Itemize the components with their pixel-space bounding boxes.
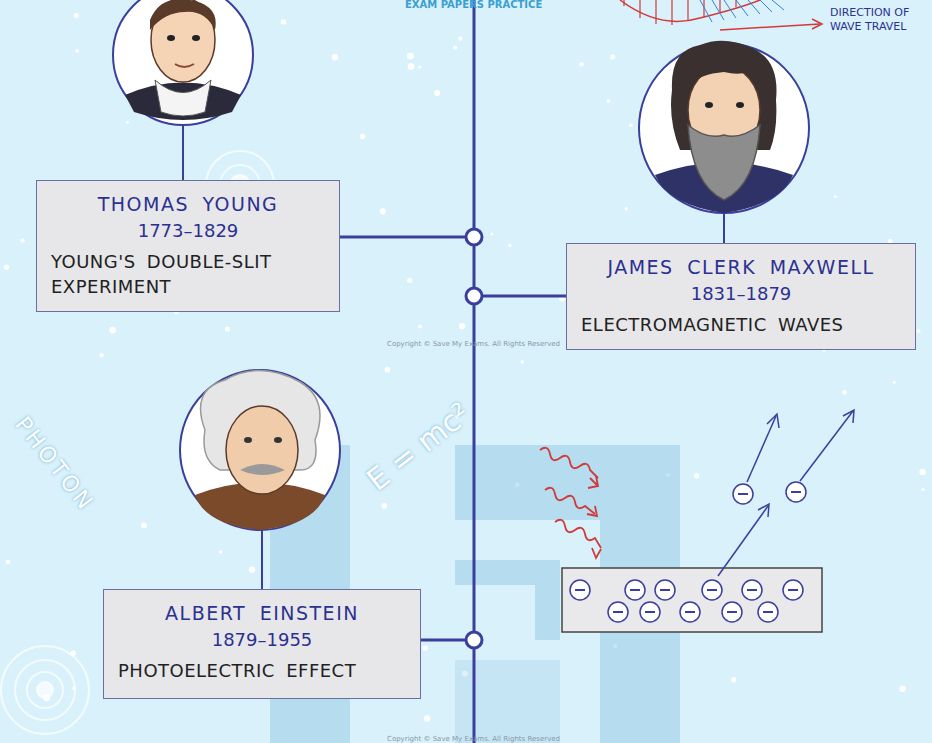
background-dot xyxy=(434,90,440,96)
background-dot xyxy=(893,381,896,384)
background-dot xyxy=(694,473,699,478)
background-dot xyxy=(219,550,223,554)
electron xyxy=(783,580,803,600)
electrons xyxy=(570,482,806,622)
background-dot xyxy=(579,62,584,67)
background-dot xyxy=(109,327,116,334)
background-dot xyxy=(842,390,847,395)
background-dot xyxy=(610,54,615,59)
background-dot xyxy=(917,329,921,333)
background-dot xyxy=(281,19,286,24)
background-dot xyxy=(75,49,79,53)
background-dot xyxy=(607,99,611,103)
discovery-text: YOUNG'S DOUBLE-SLIT EXPERIMENT xyxy=(51,249,325,299)
background-dot xyxy=(332,54,339,61)
background-dot xyxy=(453,45,457,49)
background-dot xyxy=(624,207,628,211)
photon-squiggles xyxy=(540,448,601,558)
electron xyxy=(640,602,660,622)
background-dot xyxy=(407,53,414,60)
electron xyxy=(608,602,628,622)
electron xyxy=(742,580,762,600)
scientist-name: ALBERT EINSTEIN xyxy=(118,600,406,626)
electron xyxy=(655,580,675,600)
background-dot xyxy=(249,566,255,572)
electron xyxy=(570,580,590,600)
background-dot xyxy=(20,238,24,242)
background-dot xyxy=(408,63,415,70)
background-dot xyxy=(921,488,925,492)
background-dot xyxy=(424,715,431,722)
life-dates: 1773–1829 xyxy=(51,217,325,245)
background-dot xyxy=(380,208,386,214)
life-dates: 1831–1879 xyxy=(581,280,901,308)
copyright-note: Copyright © Save My Exams. All Rights Re… xyxy=(387,735,560,743)
background-dot xyxy=(126,121,129,124)
background-dot xyxy=(6,560,11,565)
scientist-box: ALBERT EINSTEIN1879–1955PHOTOELECTRIC EF… xyxy=(103,589,421,699)
background-dot xyxy=(418,65,421,68)
photon-watermark: PHOTON xyxy=(10,412,99,516)
scientist-box: THOMAS YOUNG1773–1829YOUNG'S DOUBLE-SLIT… xyxy=(36,180,340,312)
header-text: EXAM PAPERS PRACTICE xyxy=(405,0,542,10)
electron xyxy=(758,602,778,622)
background-dot xyxy=(4,265,9,270)
copyright-note: Copyright © Save My Exams. All Rights Re… xyxy=(387,340,560,348)
background-dot xyxy=(381,503,387,509)
electron xyxy=(733,484,753,504)
electron xyxy=(702,580,722,600)
scientist-name: JAMES CLERK MAXWELL xyxy=(581,254,901,280)
background-dot xyxy=(459,323,465,329)
background-dot xyxy=(225,327,230,332)
scientist-box: JAMES CLERK MAXWELL1831–1879ELECTROMAGNE… xyxy=(566,243,916,350)
background-dot xyxy=(490,233,493,236)
electron xyxy=(722,602,742,622)
background-dot xyxy=(899,686,905,692)
scientist-name: THOMAS YOUNG xyxy=(51,191,325,217)
discovery-text: ELECTROMAGNETIC WAVES xyxy=(581,312,901,337)
electron xyxy=(680,602,700,622)
background-dot xyxy=(74,13,79,18)
portrait-einstein xyxy=(180,370,340,530)
discovery-text: PHOTOELECTRIC EFFECT xyxy=(118,658,406,683)
metal-plate xyxy=(562,568,822,632)
background-dot xyxy=(520,360,524,364)
wave-illustration xyxy=(620,0,822,30)
electron xyxy=(786,482,806,502)
background-dot xyxy=(141,523,147,529)
electron-paths xyxy=(718,410,854,576)
background-dot xyxy=(731,677,736,682)
background-dot xyxy=(418,324,422,328)
arrow-caption: DIRECTION OF WAVE TRAVEL xyxy=(830,6,925,35)
background-dot xyxy=(385,367,391,373)
background-dot xyxy=(834,195,837,198)
portrait-young xyxy=(113,0,253,125)
background-dot xyxy=(508,244,512,248)
background-dot xyxy=(407,278,412,283)
background-dot xyxy=(629,123,633,127)
background-dot xyxy=(458,37,462,41)
background-dot xyxy=(99,353,104,358)
life-dates: 1879–1955 xyxy=(118,626,406,654)
background-dot xyxy=(919,469,925,475)
background-dot xyxy=(423,645,428,650)
electron xyxy=(625,580,645,600)
portrait-maxwell xyxy=(639,41,809,213)
background-dots xyxy=(4,13,926,722)
background-dot xyxy=(360,134,366,140)
